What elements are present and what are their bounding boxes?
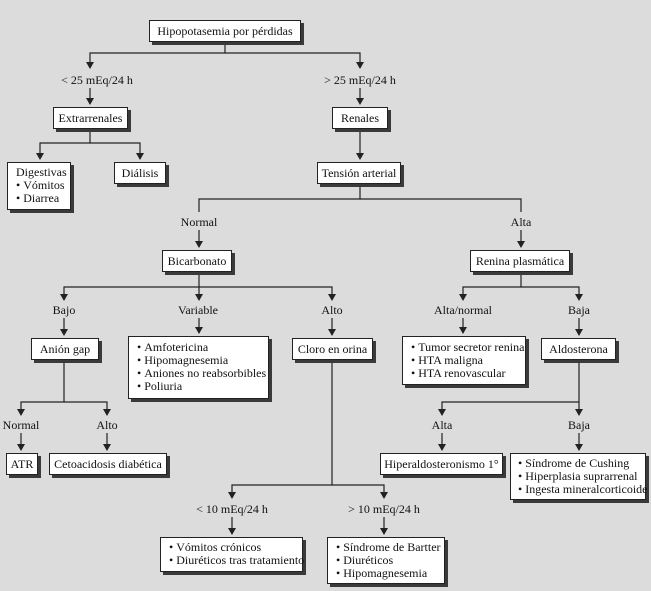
node-cloro-high-causes: Síndrome de Bartter Diuréticos Hipomagne… <box>327 537 445 584</box>
connector-root-split <box>86 43 226 69</box>
label-bic-bajo: Bajo <box>52 303 76 317</box>
node-hiperaldosteronismo: Hiperaldosteronismo 1° <box>380 453 503 475</box>
variable-item: Hipomagnesemia <box>137 354 268 367</box>
connector-extra-split <box>36 130 91 160</box>
node-baja-causes: Síndrome de Cushing Hiperplasia suprarre… <box>510 453 647 500</box>
digestivas-title: Digestivas <box>16 165 67 179</box>
node-bicarbonato: Bicarbonato <box>162 250 232 272</box>
connector-ag-split <box>17 361 65 416</box>
digestivas-item: Diarrea <box>16 192 70 205</box>
baja-item: Ingesta mineralcorticoide <box>518 483 647 496</box>
label-aldo-baja: Baja <box>568 418 590 432</box>
node-hipopotasemia: Hipopotasemia por pérdidas <box>149 20 301 42</box>
node-tension-arterial: Tensión arterial <box>317 162 401 184</box>
label-greater-25: > 25 mEq/24 h <box>324 73 396 87</box>
node-variable-causes: Amfotericina Hipomagnesemia Aniones no r… <box>128 336 269 399</box>
label-less-25: < 25 mEq/24 h <box>61 73 133 87</box>
node-cetoacidosis: Cetoacidosis diabética <box>49 453 167 475</box>
connector-extra-split-right <box>90 142 144 160</box>
digestivas-item: Vómitos <box>16 179 70 192</box>
label-bic-alto: Alto <box>321 303 343 317</box>
tumor-item: HTA maligna <box>411 354 525 367</box>
variable-item: Amfotericina <box>137 341 268 354</box>
label-renina-baja: Baja <box>568 303 590 317</box>
connector-ag-split-right <box>64 401 111 416</box>
connector-cloro-split-right <box>332 484 388 499</box>
baja-item: Síndrome de Cushing <box>518 457 645 470</box>
node-aldosterona: Aldosterona <box>541 338 616 360</box>
connector-ta-split-right <box>360 198 522 212</box>
node-cloro-low-causes: Vómitos crónicos Diuréticos tras tratami… <box>160 537 304 572</box>
label-ta-normal: Normal <box>180 215 218 229</box>
node-digestivas: Digestivas Vómitos Diarrea <box>7 162 71 210</box>
connector-cloro-split <box>228 361 333 499</box>
label-cloro-low: < 10 mEq/24 h <box>196 502 268 516</box>
label-bic-variable: Variable <box>178 303 218 317</box>
cloro-high-item: Síndrome de Bartter <box>336 541 444 554</box>
tumor-item: HTA renovascular <box>411 367 525 380</box>
connector-renina-split-right <box>521 286 583 301</box>
connector-root-split-right <box>225 52 364 69</box>
baja-item: Hiperplasia suprarrenal <box>518 470 645 483</box>
label-aldo-alta: Alta <box>431 418 453 432</box>
tumor-item: Tumor secretor renina <box>411 341 525 354</box>
label-renina-alta-normal: Alta/normal <box>434 303 492 317</box>
label-ag-normal: Normal <box>2 418 40 432</box>
node-cloro-en-orina: Cloro en orina <box>292 338 373 360</box>
connector-bic-split <box>60 273 200 301</box>
node-tumor-causes: Tumor secretor renina HTA maligna HTA re… <box>402 336 526 385</box>
cloro-high-item: Hipomagnesemia <box>336 567 444 580</box>
variable-item: Poliuria <box>137 380 268 393</box>
label-cloro-high: > 10 mEq/24 h <box>348 502 420 516</box>
label-ag-alto: Alto <box>96 418 118 432</box>
connector-bic-split-right <box>199 286 336 301</box>
cloro-high-item: Diuréticos <box>336 554 444 567</box>
node-dialisis: Diálisis <box>114 162 166 184</box>
node-atr: ATR <box>6 453 38 475</box>
cloro-low-item: Diuréticos tras tratamiento <box>169 554 304 567</box>
node-renina-plasmatica: Renina plasmática <box>470 250 570 272</box>
connector-aldo-split <box>438 361 580 416</box>
variable-item: Aniones no reabsorbibles <box>137 367 268 380</box>
cloro-low-item: Vómitos crónicos <box>169 541 302 554</box>
node-anion-gap: Anión gap <box>31 338 99 360</box>
node-renales: Renales <box>332 107 388 129</box>
label-ta-alta: Alta <box>510 215 532 229</box>
connector-renina-split <box>459 273 522 301</box>
node-extrarrenales: Extrarrenales <box>53 107 128 129</box>
connector-ta-split <box>198 185 361 212</box>
